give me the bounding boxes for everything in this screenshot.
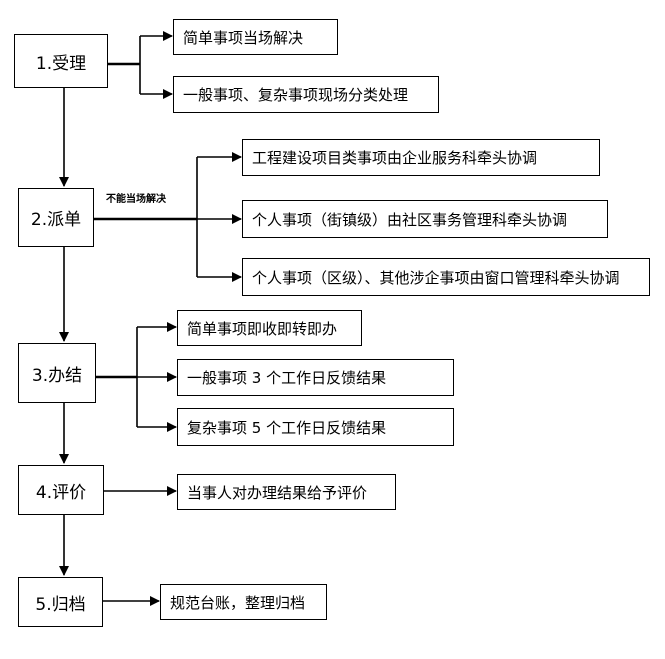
- step-dispatch: 2.派单: [18, 188, 94, 247]
- step-evaluate: 4.评价: [18, 465, 104, 515]
- dispatch-detail-2-text: 个人事项（街镇级）由社区事务管理科牵头协调: [252, 210, 568, 229]
- dispatch-detail-1: 工程建设项目类事项由企业服务科牵头协调: [242, 139, 600, 176]
- dispatch-detail-3-text: 个人事项（区级）、其他涉企事项由窗口管理科牵头协调: [252, 268, 620, 287]
- dispatch-condition-note: 不能当场解决: [106, 194, 166, 205]
- accept-detail-1-text: 简单事项当场解决: [183, 28, 304, 47]
- step-archive: 5.归档: [18, 577, 103, 627]
- evaluate-detail-text: 当事人对办理结果给予评价: [187, 483, 368, 502]
- dispatch-detail-2: 个人事项（街镇级）由社区事务管理科牵头协调: [242, 200, 608, 238]
- complete-detail-2-text: 一般事项 3 个工作日反馈结果: [187, 369, 387, 387]
- accept-detail-1: 简单事项当场解决: [173, 19, 338, 55]
- step-complete: 3.办结: [18, 343, 96, 403]
- step-evaluate-label: 4.评价: [35, 482, 87, 503]
- evaluate-detail: 当事人对办理结果给予评价: [177, 474, 396, 510]
- step-archive-label: 5.归档: [35, 594, 86, 615]
- complete-detail-1: 简单事项即收即转即办: [177, 310, 362, 346]
- accept-detail-2-text: 一般事项、复杂事项现场分类处理: [183, 86, 409, 104]
- dispatch-detail-3: 个人事项（区级）、其他涉企事项由窗口管理科牵头协调: [242, 258, 650, 296]
- step-accept: 1.受理: [14, 34, 108, 88]
- step-complete-label: 3.办结: [31, 365, 83, 386]
- accept-detail-2: 一般事项、复杂事项现场分类处理: [173, 76, 439, 113]
- complete-detail-3: 复杂事项 5 个工作日反馈结果: [177, 408, 454, 446]
- step-accept-label: 1.受理: [35, 53, 87, 74]
- archive-detail: 规范台账，整理归档: [160, 584, 327, 620]
- complete-detail-3-text: 复杂事项 5 个工作日反馈结果: [187, 418, 387, 437]
- complete-detail-1-text: 简单事项即收即转即办: [187, 319, 338, 338]
- complete-detail-2: 一般事项 3 个工作日反馈结果: [177, 359, 454, 396]
- archive-detail-text: 规范台账，整理归档: [170, 593, 306, 612]
- step-dispatch-label: 2.派单: [30, 210, 82, 230]
- dispatch-detail-1-text: 工程建设项目类事项由企业服务科牵头协调: [252, 149, 538, 167]
